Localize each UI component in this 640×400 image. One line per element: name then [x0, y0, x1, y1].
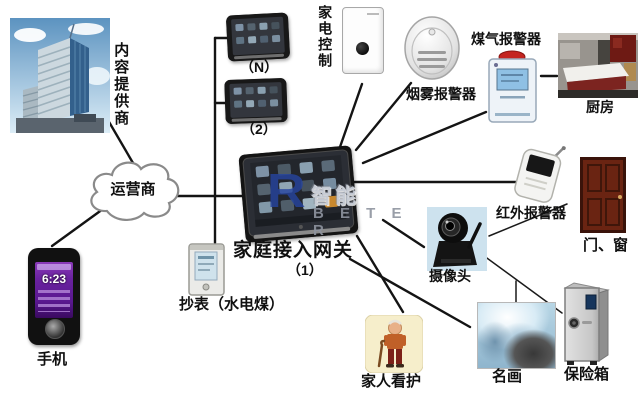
- phone-screen-time: 6:23: [41, 272, 67, 286]
- content-provider-label: 内容提供商: [112, 42, 130, 127]
- meter-device: [188, 243, 225, 296]
- smoke-alarm-label: 烟雾报警器: [406, 86, 476, 102]
- safe-label: 保险箱: [564, 366, 610, 383]
- gas-alarm-label: 煤气报警器: [471, 31, 541, 47]
- camera-label: 摄像头: [429, 268, 471, 284]
- appliance-control-text-mark: [367, 13, 379, 15]
- gas-alarm-device: [487, 50, 540, 124]
- smoke-alarm-device: [403, 14, 461, 84]
- door-window-image: [580, 157, 626, 233]
- appliance-control-label: 家电控制: [317, 5, 334, 69]
- kitchen-label: 厨房: [586, 99, 614, 115]
- appliance-control-knob: [356, 42, 369, 55]
- building-image: [10, 18, 110, 133]
- tablet-2-image: [224, 77, 288, 125]
- infrared-alarm-device: [509, 135, 569, 207]
- tablet-n-image: [225, 12, 291, 62]
- painting-image: [477, 302, 556, 369]
- meter-label: 抄表（水电煤）: [179, 296, 285, 313]
- family-care-icon: [365, 315, 423, 373]
- gateway-label: 家庭接入网关: [233, 240, 354, 261]
- gateway-tablet-image: [238, 145, 359, 243]
- kitchen-image: [558, 33, 638, 98]
- operator-cloud: 运营商: [82, 155, 184, 227]
- infrared-alarm-label: 红外报警器: [496, 205, 566, 221]
- door-window-label: 门、窗: [583, 237, 629, 254]
- phone-screen: 6:23: [35, 262, 73, 318]
- tablet-n-label: （N）: [240, 59, 279, 75]
- appliance-control-device: [342, 7, 384, 74]
- phone-screen-rows: [38, 290, 70, 312]
- family-care-label: 家人看护: [361, 373, 422, 390]
- painting-label: 名画: [492, 368, 523, 385]
- phone-screen-statusbar: [37, 264, 71, 270]
- gateway-sublabel: （1）: [287, 262, 323, 278]
- phone-home-button: [45, 319, 65, 339]
- operator-label: 运营商: [110, 181, 156, 198]
- phone-label: 手机: [37, 351, 68, 368]
- phone-device: 6:23: [28, 248, 80, 345]
- camera-device: [427, 207, 487, 271]
- tablet-2-label: （2）: [241, 121, 277, 137]
- safe-device: [562, 281, 610, 367]
